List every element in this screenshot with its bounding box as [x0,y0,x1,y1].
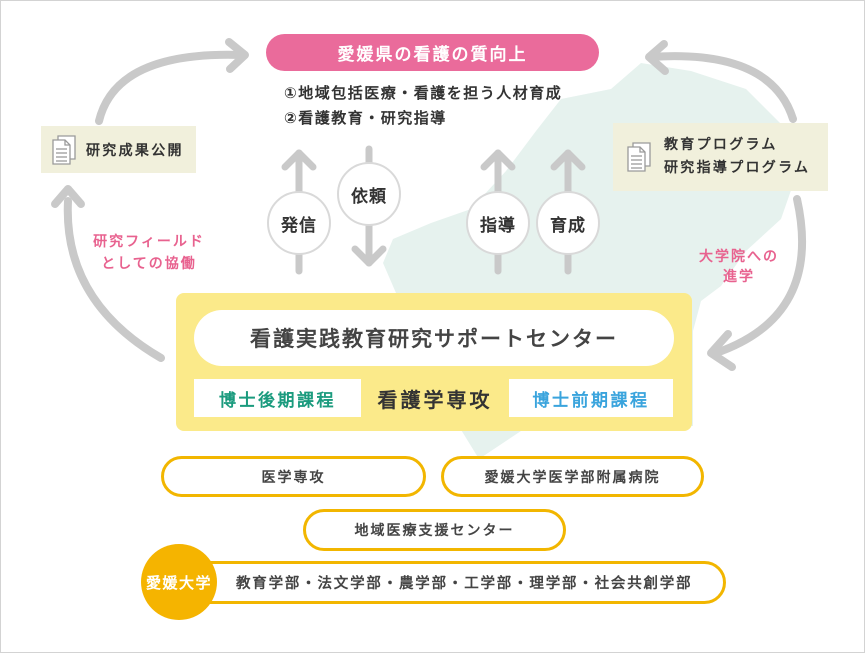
flow-circle-request: 依頼 [337,162,401,226]
programs-text: 教育プログラム 研究指導プログラム [664,134,810,180]
document-icon [52,134,76,165]
goal-title: 愛媛県の看護の質向上 [266,34,599,71]
goal-item-1: ①地域包括医療・看護を担う人材育成 [284,84,563,102]
flow-circle-send: 発信 [267,191,331,255]
right-cycle-label-line-2: 進学 [723,269,755,285]
right-cycle-label: 大学院への 進学 [689,247,789,287]
left-cycle-label: 研究フィールド としての協働 [79,231,219,275]
programs-box: 教育プログラム 研究指導プログラム [613,123,828,191]
left-cycle-label-line-1: 研究フィールド [93,234,205,250]
nursing-major-label: 看護学専攻 [377,387,493,412]
flow-circle-training: 育成 [536,191,600,255]
partner-medical-major: 医学専攻 [161,456,426,497]
partner-regional-medical-center: 地域医療支援センター [303,509,566,551]
arrow-to-goal-left [95,38,249,125]
program-line-education: 教育プログラム [664,137,778,153]
research-output-label: 研究成果公開 [86,142,184,159]
support-center-title: 看護実践教育研究サポートセンター [194,310,674,366]
program-line-research: 研究指導プログラム [664,160,811,176]
right-cycle-label-line-1: 大学院への [699,249,779,265]
university-name-badge: 愛媛大学 [141,544,217,620]
masters-course-label: 博士前期課程 [509,379,673,417]
document-icon [627,142,651,172]
doctoral-course-label: 博士後期課程 [194,379,361,417]
arrow-to-research-output [51,185,165,362]
flow-circle-guidance: 指導 [466,191,530,255]
left-cycle-label-line-2: としての協働 [101,256,197,272]
arrow-to-center [707,195,807,371]
research-output-box: 研究成果公開 [41,126,196,173]
partner-university-hospital: 愛媛大学医学部附属病院 [441,456,704,497]
goal-item-2: ②看護教育・研究指導 [284,109,447,127]
university-faculties: 教育学部・法文学部・農学部・工学部・理学部・社会共創学部 [181,561,726,604]
arrow-to-goal-right [645,40,797,123]
